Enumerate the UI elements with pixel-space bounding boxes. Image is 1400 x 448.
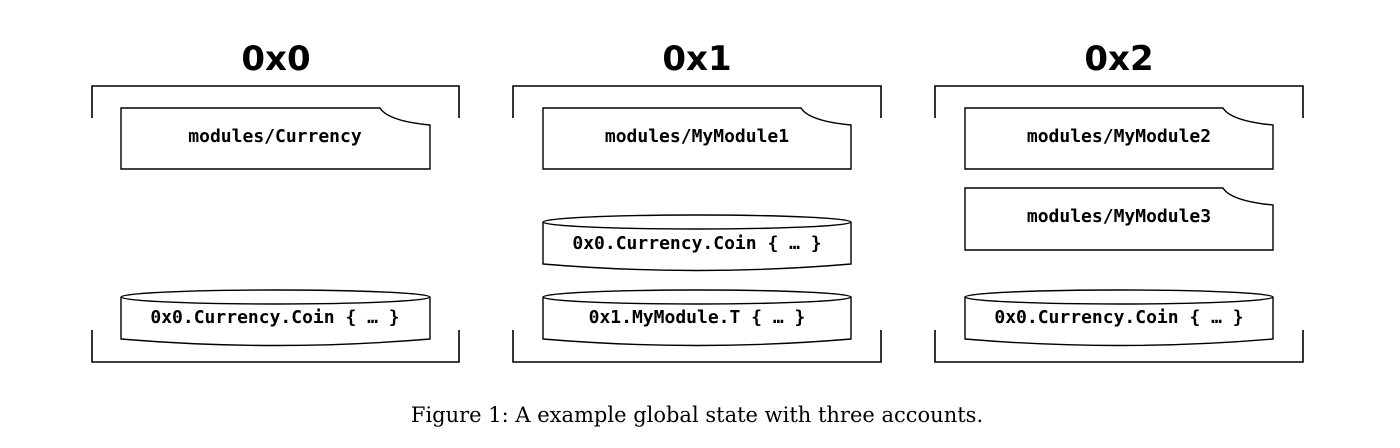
- resource-cylinder-coin: 0x0.Currency.Coin { … }: [542, 214, 852, 272]
- resource-cylinder-mymodule-t: 0x1.MyModule.T { … }: [542, 289, 852, 347]
- account-bracket-top-0x0: [91, 85, 460, 118]
- account-title-0x0: 0x0: [241, 39, 310, 79]
- module-label: modules/Currency: [188, 126, 362, 147]
- resource-label: 0x1.MyModule.T { … }: [589, 307, 806, 328]
- module-file-mymodule2: modules/MyModule2: [964, 107, 1274, 170]
- account-title-0x1: 0x1: [662, 39, 731, 79]
- account-0x0: 0x0 modules/Currency 0x0.Currency.Coin {…: [91, 39, 460, 363]
- module-label: modules/MyModule3: [1027, 206, 1211, 227]
- account-bracket-bottom-0x0: [91, 330, 460, 363]
- account-0x1: 0x1 modules/MyModule1 0x0.Currency.Coin …: [512, 39, 882, 363]
- module-label: modules/MyModule2: [1027, 126, 1211, 147]
- resource-cylinder-coin: 0x0.Currency.Coin { … }: [964, 289, 1274, 347]
- figure-caption: Figure 1: A example global state with th…: [411, 403, 983, 427]
- account-bracket-top-0x2: [934, 85, 1304, 118]
- resource-label: 0x0.Currency.Coin { … }: [994, 307, 1243, 328]
- module-label: modules/MyModule1: [605, 126, 789, 147]
- account-bracket-top-0x1: [512, 85, 882, 118]
- module-file-currency: modules/Currency: [120, 107, 431, 170]
- resource-label: 0x0.Currency.Coin { … }: [150, 307, 399, 328]
- module-file-mymodule3: modules/MyModule3: [964, 187, 1274, 251]
- account-bracket-bottom-0x2: [934, 330, 1304, 363]
- module-file-mymodule1: modules/MyModule1: [542, 107, 852, 170]
- account-bracket-bottom-0x1: [512, 330, 882, 363]
- account-0x2: 0x2 modules/MyModule2 modules/MyModule3 …: [934, 39, 1304, 363]
- resource-cylinder-coin: 0x0.Currency.Coin { … }: [120, 289, 431, 347]
- account-title-0x2: 0x2: [1084, 39, 1153, 79]
- resource-label: 0x0.Currency.Coin { … }: [572, 233, 821, 254]
